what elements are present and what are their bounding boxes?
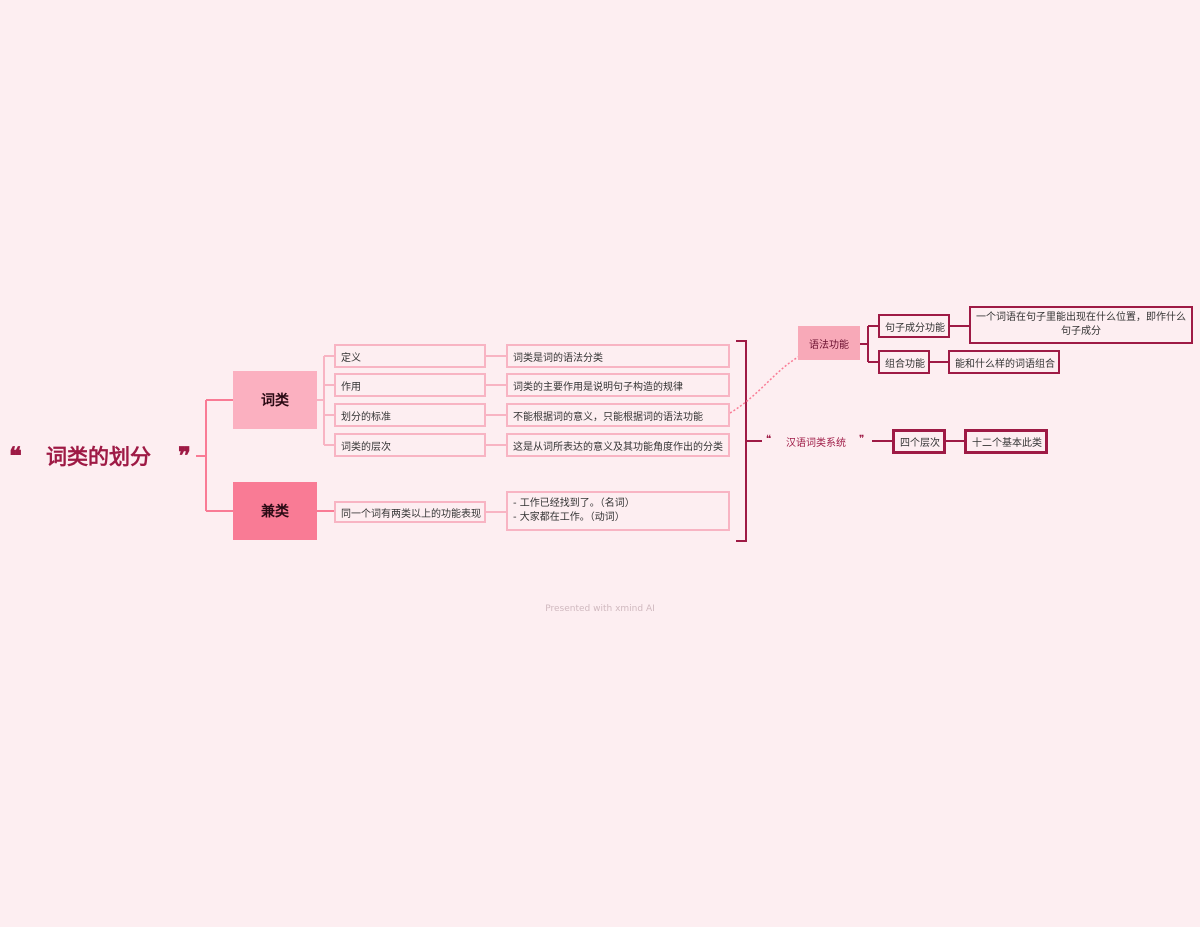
- example-line-2: - 大家都在工作。（动词）: [513, 512, 625, 523]
- node-combination-function[interactable]: 组合功能: [878, 350, 930, 374]
- node-twelve-classes[interactable]: 十二个基本此类: [964, 429, 1048, 454]
- system-quote-close-icon: ❞: [859, 434, 865, 445]
- connector-root-categories: [196, 399, 233, 512]
- node-levels[interactable]: 词类的层次: [334, 433, 486, 457]
- summary-bracket: [736, 340, 762, 542]
- node-function-desc[interactable]: 词类的主要作用是说明句子构造的规律: [506, 373, 730, 397]
- connector-grammar-children: [860, 325, 878, 363]
- node-system-label[interactable]: 汉语词类系统: [786, 438, 846, 449]
- node-definition-desc[interactable]: 词类是词的语法分类: [506, 344, 730, 368]
- node-four-levels[interactable]: 四个层次: [892, 429, 946, 454]
- node-function[interactable]: 作用: [334, 373, 486, 397]
- relation-line: [729, 355, 801, 414]
- category-jianlei[interactable]: 兼类: [233, 482, 317, 540]
- footer-credit: Presented with xmind AI: [545, 604, 655, 614]
- node-grammar-function[interactable]: 语法功能: [798, 326, 860, 360]
- quote-close-icon: ❞: [178, 441, 191, 470]
- example-line-1: - 工作已经找到了。（名词）: [513, 498, 635, 509]
- connector-item-desc: [486, 355, 506, 513]
- quote-open-icon: ❝: [9, 441, 22, 470]
- node-sentence-function[interactable]: 句子成分功能: [878, 314, 950, 338]
- node-criteria-desc[interactable]: 不能根据词的意义，只能根据词的语法功能: [506, 403, 730, 427]
- sentence-desc-line-2: 句子成分: [1061, 326, 1101, 337]
- system-quote-open-icon: ❝: [766, 434, 772, 445]
- node-levels-desc[interactable]: 这是从词所表达的意义及其功能角度作出的分类: [506, 433, 730, 457]
- node-multi-function-examples[interactable]: - 工作已经找到了。（名词） - 大家都在工作。（动词）: [506, 491, 730, 531]
- node-definition[interactable]: 定义: [334, 344, 486, 368]
- sentence-desc-line-1: 一个词语在句子里能出现在什么位置，即作什么: [976, 312, 1186, 323]
- category-cilei[interactable]: 词类: [233, 371, 317, 429]
- connector-cat1-items: [317, 355, 334, 446]
- node-multi-function[interactable]: 同一个词有两类以上的功能表现: [334, 501, 486, 523]
- node-combination-function-desc[interactable]: 能和什么样的词语组合: [948, 350, 1060, 374]
- root-title[interactable]: 词类的划分: [46, 445, 151, 469]
- node-criteria[interactable]: 划分的标准: [334, 403, 486, 427]
- node-sentence-function-desc[interactable]: 一个词语在句子里能出现在什么位置，即作什么 句子成分: [969, 306, 1193, 344]
